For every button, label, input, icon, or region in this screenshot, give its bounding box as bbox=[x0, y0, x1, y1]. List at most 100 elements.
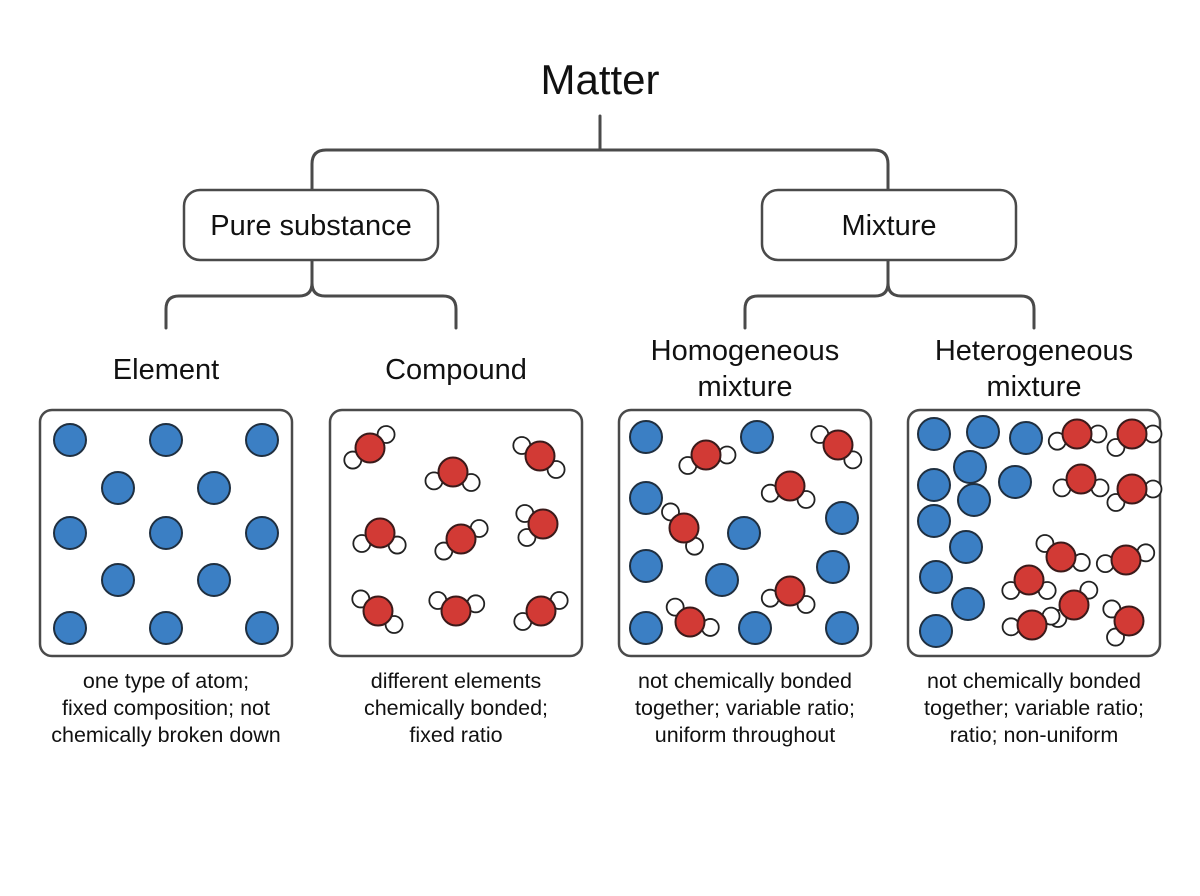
blue-atom bbox=[197, 563, 231, 597]
water-molecule bbox=[1035, 534, 1091, 573]
oxygen-atom bbox=[527, 508, 559, 540]
blue-atom bbox=[727, 516, 761, 550]
category-title-homogeneous-line2: mixture bbox=[697, 371, 792, 403]
category-title-homogeneous-line1: Homogeneous bbox=[651, 335, 840, 367]
oxygen-atom bbox=[1058, 589, 1090, 621]
desc-homogeneous-line3: uniform throughout bbox=[655, 723, 835, 747]
water-molecule bbox=[1047, 418, 1108, 451]
category-title-compound: Compound bbox=[385, 354, 527, 386]
desc-element-line2: fixed composition; not bbox=[62, 696, 270, 720]
oxygen-atom bbox=[445, 523, 477, 555]
oxygen-atom bbox=[1065, 463, 1097, 495]
desc-element-line3: chemically broken down bbox=[51, 723, 280, 747]
node-pure-substance-label: Pure substance bbox=[210, 210, 412, 242]
blue-atom bbox=[101, 563, 135, 597]
blue-atom bbox=[245, 423, 279, 457]
water-molecule bbox=[678, 439, 737, 475]
water-molecule bbox=[343, 425, 396, 470]
oxygen-atom bbox=[524, 440, 556, 472]
desc-heterogeneous-line1: not chemically bonded bbox=[927, 669, 1141, 693]
oxygen-atom bbox=[1113, 605, 1145, 637]
blue-atom bbox=[53, 611, 87, 645]
desc-compound-line3: fixed ratio bbox=[409, 723, 502, 747]
blue-atom bbox=[245, 611, 279, 645]
blue-atom bbox=[53, 423, 87, 457]
water-molecule bbox=[810, 425, 863, 470]
oxygen-atom bbox=[1016, 609, 1048, 641]
connector-root-branch bbox=[310, 148, 890, 192]
blue-atom bbox=[917, 468, 951, 502]
connector-pure-branch bbox=[164, 258, 458, 330]
desc-compound-line1: different elements bbox=[371, 669, 542, 693]
blue-atom bbox=[825, 611, 859, 645]
blue-atom bbox=[919, 560, 953, 594]
oxygen-atom bbox=[362, 595, 394, 627]
blue-atom bbox=[917, 504, 951, 538]
blue-atom bbox=[629, 420, 663, 454]
oxygen-atom bbox=[1116, 473, 1148, 505]
root-title: Matter bbox=[540, 56, 659, 103]
oxygen-atom bbox=[690, 439, 722, 471]
blue-atom bbox=[957, 483, 991, 517]
blue-atom bbox=[917, 417, 951, 451]
node-mixture: Mixture bbox=[760, 188, 1018, 262]
category-title-heterogeneous-line1: Heterogeneous bbox=[935, 335, 1133, 367]
oxygen-atom bbox=[1116, 418, 1148, 450]
node-mixture-box bbox=[760, 188, 1018, 262]
oxygen-atom bbox=[1061, 418, 1093, 450]
tree-connectors bbox=[164, 114, 1036, 330]
water-molecule bbox=[513, 591, 569, 631]
particle-layer bbox=[53, 415, 1163, 648]
oxygen-atom bbox=[1045, 541, 1077, 573]
blue-atom bbox=[953, 450, 987, 484]
blue-atom bbox=[101, 471, 135, 505]
blue-atom bbox=[816, 550, 850, 584]
water-molecule bbox=[352, 517, 407, 555]
blue-atom bbox=[629, 481, 663, 515]
water-molecule bbox=[1102, 599, 1145, 647]
water-molecule bbox=[760, 470, 816, 509]
node-pure-substance-box bbox=[182, 188, 440, 262]
category-titles: Element Compound Homogeneous mixture Het… bbox=[113, 335, 1133, 403]
oxygen-atom bbox=[440, 595, 472, 627]
desc-element-line1: one type of atom; bbox=[83, 669, 249, 693]
connector-mixture-branch bbox=[743, 258, 1036, 330]
water-molecule bbox=[515, 504, 559, 547]
water-molecule bbox=[1106, 418, 1163, 457]
category-title-heterogeneous-line2: mixture bbox=[986, 371, 1081, 403]
oxygen-atom bbox=[1013, 564, 1045, 596]
water-molecule bbox=[665, 597, 720, 638]
water-molecule bbox=[424, 456, 481, 492]
water-molecule bbox=[1052, 463, 1110, 498]
water-molecule bbox=[1001, 564, 1057, 600]
blue-atom bbox=[738, 611, 772, 645]
blue-atom bbox=[740, 420, 774, 454]
blue-atom bbox=[951, 587, 985, 621]
blue-atom bbox=[53, 516, 87, 550]
oxygen-atom bbox=[364, 517, 396, 549]
blue-atom bbox=[245, 516, 279, 550]
node-pure-substance: Pure substance bbox=[182, 188, 440, 262]
oxygen-atom bbox=[822, 429, 854, 461]
blue-atom bbox=[825, 501, 859, 535]
water-molecule bbox=[428, 591, 486, 627]
desc-heterogeneous-line3: ratio; non-uniform bbox=[950, 723, 1119, 747]
oxygen-atom bbox=[525, 595, 557, 627]
blue-atom bbox=[197, 471, 231, 505]
oxygen-atom bbox=[774, 470, 806, 502]
water-molecule bbox=[1095, 543, 1156, 576]
blue-atom bbox=[149, 516, 183, 550]
oxygen-atom bbox=[668, 512, 700, 544]
desc-compound-line2: chemically bonded; bbox=[364, 696, 548, 720]
blue-atom bbox=[966, 415, 1000, 449]
blue-atom bbox=[149, 611, 183, 645]
water-molecule bbox=[1106, 473, 1163, 512]
blue-atom bbox=[949, 530, 983, 564]
oxygen-atom bbox=[774, 575, 806, 607]
blue-atom bbox=[1009, 421, 1043, 455]
blue-atom bbox=[998, 465, 1032, 499]
water-molecule bbox=[1001, 606, 1061, 641]
water-molecule bbox=[351, 589, 404, 634]
category-descriptions: one type of atom; fixed composition; not… bbox=[51, 669, 1144, 747]
